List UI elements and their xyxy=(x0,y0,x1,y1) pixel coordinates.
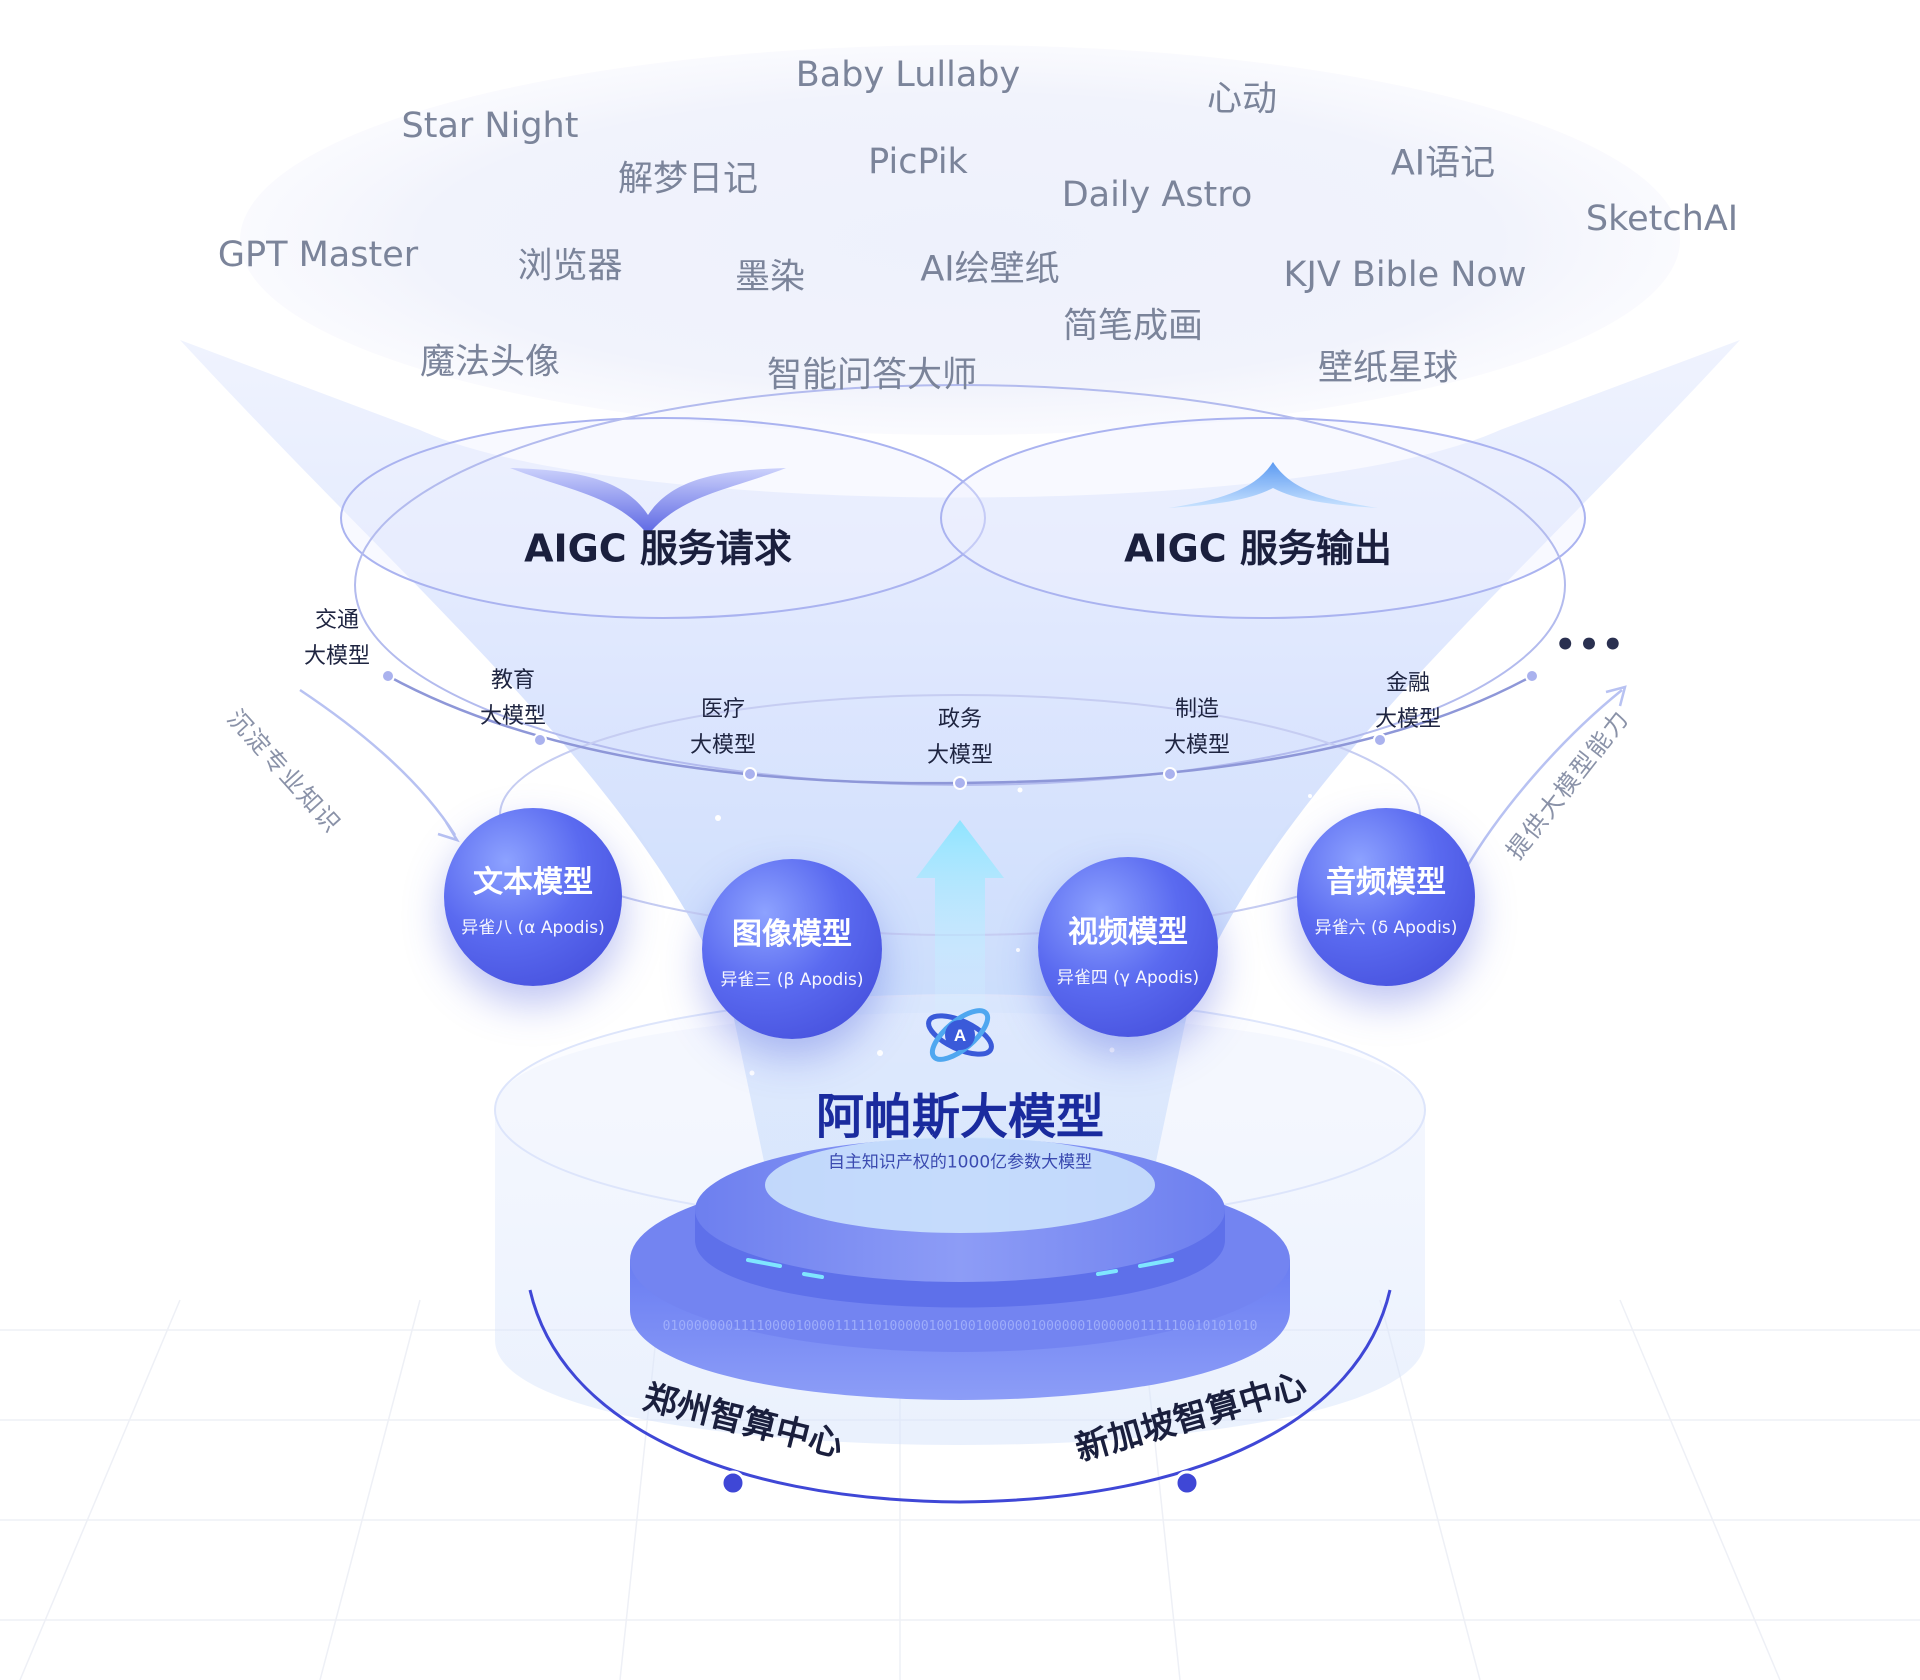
app-name-jiemeng-riji: 解梦日记 xyxy=(617,159,759,200)
industry-government-line2: 大模型 xyxy=(926,743,994,768)
chevron-down-icon xyxy=(510,468,786,535)
model-sub-image: 异雀三 (β Apodis) xyxy=(720,969,864,990)
model-sub-text: 异雀八 (α Apodis) xyxy=(461,917,605,938)
service-request-label: AIGC 服务请求 xyxy=(524,526,792,571)
industry-traffic: 交通 大模型 xyxy=(304,603,370,675)
funnel-neck xyxy=(765,1137,1155,1233)
more-ellipsis: ••• xyxy=(1554,625,1626,665)
industry-finance-line2: 大模型 xyxy=(1374,707,1442,732)
industry-traffic-line1: 交通 xyxy=(314,608,360,633)
industry-medical-line2: 大模型 xyxy=(689,733,757,758)
model-name-video: 视频模型 xyxy=(1068,914,1188,950)
app-name-ai-huibizhi: AI绘壁纸 xyxy=(920,249,1060,290)
model-bubble-image: 图像模型 异雀三 (β Apodis) xyxy=(702,859,882,1039)
app-name-moran: 墨染 xyxy=(734,257,806,298)
center-arc xyxy=(528,1289,1392,1504)
app-name-baby-lullaby: Baby Lullaby xyxy=(795,55,1021,95)
app-cloud xyxy=(240,45,1680,435)
industry-dots xyxy=(381,669,1539,790)
disc-light-bars xyxy=(746,1258,1174,1279)
industry-medical: 医疗 大模型 xyxy=(690,692,756,764)
app-name-gpt-master: GPT Master xyxy=(217,235,419,275)
right-arrow-head xyxy=(1605,685,1627,707)
industry-government: 政务 大模型 xyxy=(927,702,993,774)
industry-manufacturing-line1: 制造 xyxy=(1174,697,1220,722)
right-arrow xyxy=(1463,689,1623,871)
up-arrow-icon xyxy=(916,820,1004,1010)
model-name-image: 图像模型 xyxy=(732,916,852,952)
output-ring xyxy=(940,417,1586,619)
core-subtitle: 自主知识产权的1000亿参数大模型 xyxy=(827,1152,1093,1173)
industry-education: 教育 大模型 xyxy=(480,663,546,735)
model-name-text: 文本模型 xyxy=(473,864,593,900)
zhengzhou-dot xyxy=(720,1470,746,1496)
model-name-audio: 音频模型 xyxy=(1326,864,1446,900)
atom-logo-icon: A xyxy=(926,1008,994,1062)
core-title: 阿帕斯大模型 xyxy=(815,1089,1105,1145)
industry-education-line2: 大模型 xyxy=(479,704,547,729)
model-bubble-audio: 音频模型 异雀六 (δ Apodis) xyxy=(1297,808,1475,986)
funnel-body xyxy=(180,340,1740,1190)
app-name-star-night: Star Night xyxy=(401,106,579,146)
model-bubble-text: 文本模型 异雀八 (α Apodis) xyxy=(444,808,622,986)
app-name-liulanqi: 浏览器 xyxy=(517,246,623,287)
service-output-label: AIGC 服务输出 xyxy=(1124,526,1392,571)
industry-government-line1: 政务 xyxy=(937,707,983,732)
svg-text:A: A xyxy=(954,1026,966,1045)
app-name-mofa-touxiang: 魔法头像 xyxy=(419,342,561,383)
sparkles xyxy=(715,787,1312,1076)
model-sub-video: 异雀四 (γ Apodis) xyxy=(1056,967,1200,988)
industry-finance: 金融 大模型 xyxy=(1375,666,1441,738)
app-name-picpik: PicPik xyxy=(868,142,968,182)
app-name-kjv-bible-now: KJV Bible Now xyxy=(1283,255,1527,295)
app-name-daily-astro: Daily Astro xyxy=(1061,175,1253,215)
singapore-dot xyxy=(1174,1470,1200,1496)
app-name-bizhi-xingqiu: 壁纸星球 xyxy=(1317,348,1459,389)
industry-medical-line1: 医疗 xyxy=(700,697,746,722)
industry-manufacturing-line2: 大模型 xyxy=(1163,733,1231,758)
app-name-xindong: 心动 xyxy=(1206,79,1278,120)
industry-traffic-line2: 大模型 xyxy=(303,644,371,669)
model-bubble-video: 视频模型 异雀四 (γ Apodis) xyxy=(1038,857,1218,1037)
app-name-zhineng-wenda: 智能问答大师 xyxy=(766,355,978,396)
app-name-jianbi-chenghua: 简笔成画 xyxy=(1062,306,1204,347)
industry-manufacturing: 制造 大模型 xyxy=(1164,692,1230,764)
app-name-ai-yuji: AI语记 xyxy=(1390,143,1496,184)
left-arrow xyxy=(299,688,457,836)
industry-education-line1: 教育 xyxy=(490,668,536,693)
left-arrow-head xyxy=(437,821,460,843)
model-sub-audio: 异雀六 (δ Apodis) xyxy=(1314,917,1458,938)
chevron-up-icon xyxy=(1168,462,1378,508)
industry-finance-line1: 金融 xyxy=(1385,671,1431,696)
app-name-sketchai: SketchAI xyxy=(1585,199,1739,239)
binary-band: 0100000001111000010000111110100000100100… xyxy=(663,1319,1258,1334)
